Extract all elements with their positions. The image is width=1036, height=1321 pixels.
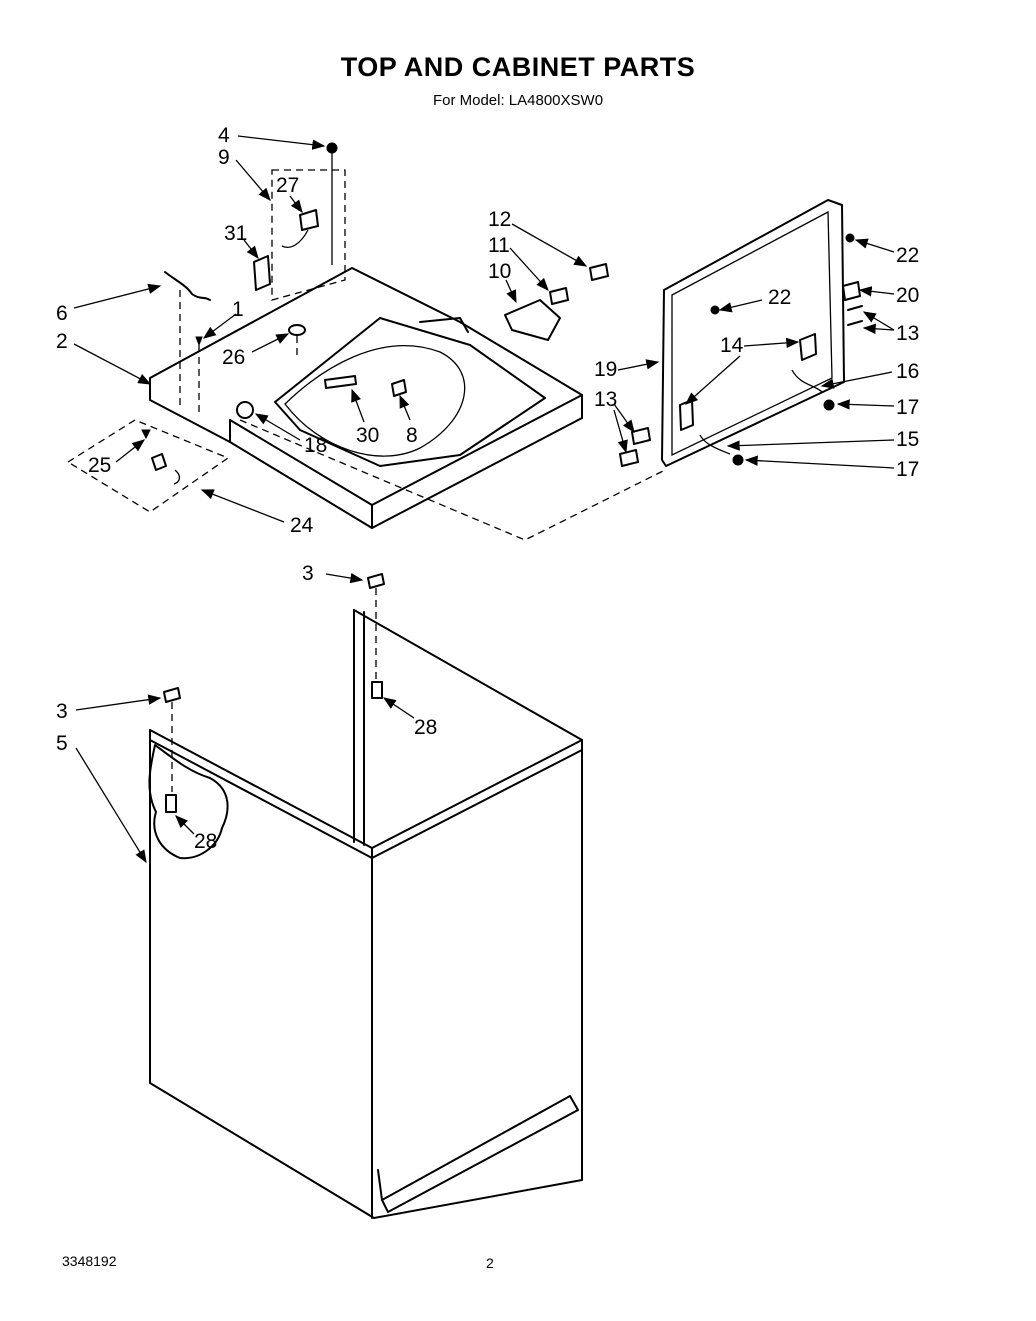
callout-labels: 4 9 27 31 6 1 2 26 12 11 10 30 8 18 25 2… [56,124,919,853]
cabinet-drawing [148,609,583,1219]
small-parts [66,142,863,813]
callout-28: 28 [414,716,437,739]
page-number: 2 [486,1255,494,1271]
callout-4: 4 [218,124,230,147]
callout-30: 30 [356,424,379,447]
page-title: TOP AND CABINET PARTS [340,52,696,82]
callout-28b: 28 [194,830,217,853]
callout-13b: 13 [594,388,617,411]
callout-1: 1 [232,298,244,321]
callout-22b: 22 [768,286,791,309]
callout-6: 6 [56,302,68,325]
callout-16: 16 [896,360,919,383]
callout-19: 19 [594,358,617,381]
callout-18: 18 [304,434,327,457]
callout-2: 2 [56,330,68,353]
callout-10: 10 [488,260,511,283]
callout-17: 17 [896,396,919,419]
callout-8: 8 [406,424,418,447]
callout-15: 15 [896,428,919,451]
callout-22: 22 [896,244,919,267]
callout-5: 5 [56,732,68,755]
model-subtitle: For Model: LA4800XSW0 [432,92,604,109]
callout-27: 27 [276,174,299,197]
top-panel-drawing [149,267,583,529]
callout-3b: 3 [56,700,68,723]
callout-26: 26 [222,346,245,369]
callout-9: 9 [218,146,230,169]
callout-3: 3 [302,562,314,585]
callout-31: 31 [224,222,247,245]
document-number: 3348192 [62,1253,117,1269]
callout-12: 12 [488,208,511,231]
callout-11: 11 [488,234,510,257]
callout-14: 14 [720,334,744,357]
callout-24: 24 [290,514,314,537]
callout-20: 20 [896,284,919,307]
leader-lines [73,135,895,864]
callout-17b: 17 [896,458,919,481]
callout-25: 25 [88,454,111,477]
callout-13: 13 [896,322,919,345]
